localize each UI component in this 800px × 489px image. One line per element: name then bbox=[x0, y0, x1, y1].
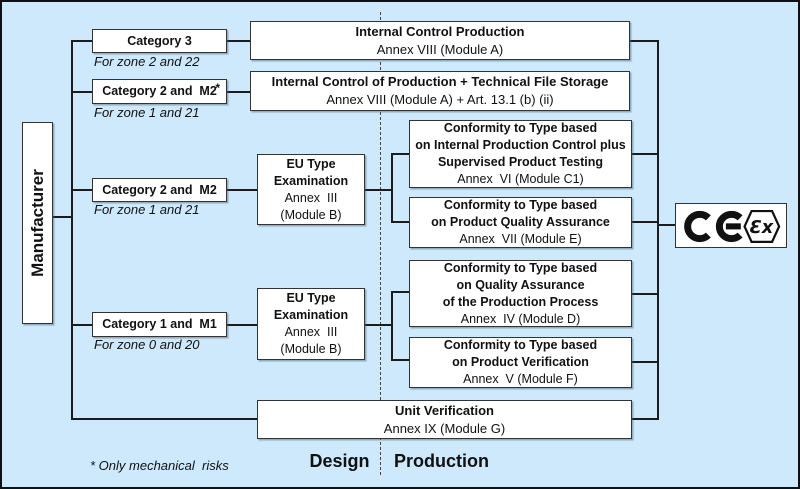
connector-trunk-category2-m2-star bbox=[71, 91, 93, 93]
module-g-box: Unit Verification Annex IX (Module G) bbox=[257, 400, 632, 439]
mechanical-risks-footnote: * Only mechanical risks bbox=[90, 458, 229, 473]
module-a-art13-title: Internal Control of Production + Technic… bbox=[271, 74, 609, 89]
connector-eutype2-bracket bbox=[365, 324, 392, 326]
module-c1-line3: Supervised Product Testing bbox=[437, 155, 604, 169]
connector-category2-star-module-a13 bbox=[227, 91, 250, 93]
zone-label-category-2: For zone 1 and 21 bbox=[94, 202, 200, 217]
module-a-subtitle: Annex VIII (Module A) bbox=[376, 41, 504, 57]
connector-module-g-collector bbox=[632, 418, 658, 420]
module-a-box: Internal Control Production Annex VIII (… bbox=[250, 21, 630, 60]
ce-mark-icon: Ɛx bbox=[683, 209, 780, 243]
module-d-line2: on Quality Assurance bbox=[456, 277, 585, 292]
connector-eutype1-bracket bbox=[365, 189, 392, 191]
module-f-annex: Annex V (Module F) bbox=[463, 372, 578, 386]
eu-type-examination-box-1: EU Type Examination Annex III (Module B) bbox=[257, 154, 365, 225]
module-a-art13-subtitle: Annex VIII (Module A) + Art. 13.1 (b) (i… bbox=[326, 92, 554, 107]
category-1-m1-box: Category 1 and M1 bbox=[92, 312, 227, 337]
module-c1-line1: Conformity to Type based bbox=[443, 121, 598, 135]
eutype1-line2: Examination bbox=[273, 173, 349, 188]
zone-label-category-3: For zone 2 and 22 bbox=[94, 54, 200, 69]
module-e-line1: Conformity to Type based bbox=[443, 198, 598, 212]
module-g-title: Unit Verification bbox=[395, 402, 494, 418]
module-c1-line2: on Internal Production Control plus bbox=[415, 138, 626, 152]
connector-category1-eutype2 bbox=[227, 324, 257, 326]
connector-module-e-collector bbox=[632, 221, 658, 223]
category-2-m2-box: Category 2 and M2 bbox=[92, 178, 227, 202]
design-production-divider-line bbox=[380, 12, 381, 475]
module-d-annex: Annex IV (Module D) bbox=[460, 311, 581, 326]
module-d-line1: Conformity to Type based bbox=[443, 260, 598, 275]
collector-line bbox=[657, 40, 659, 420]
bracket2-line bbox=[391, 291, 393, 361]
connector-trunk-category3 bbox=[71, 40, 93, 42]
production-phase-label: Production bbox=[394, 451, 489, 471]
eutype1-line1: EU Type bbox=[286, 156, 336, 171]
eutype1-line4: (Module B) bbox=[280, 207, 342, 222]
design-phase-label: Design bbox=[309, 451, 370, 471]
eutype2-line2: Examination bbox=[273, 308, 349, 322]
category-2-m2-star-box: Category 2 and M2 * bbox=[92, 79, 227, 104]
module-a-art13-box: Internal Control of Production + Technic… bbox=[250, 71, 630, 111]
manufacturer-box: Manufacturer bbox=[22, 122, 53, 324]
module-d-box: Conformity to Type based on Quality Assu… bbox=[409, 260, 632, 327]
connector-trunk-module-g bbox=[71, 418, 257, 420]
eutype2-line1: EU Type bbox=[286, 291, 336, 305]
module-f-line2: on Product Verification bbox=[452, 355, 589, 369]
zone-label-category-1: For zone 0 and 20 bbox=[94, 337, 200, 352]
category-2-m2-label: Category 2 and M2 bbox=[102, 182, 217, 197]
connector-module-d-collector bbox=[632, 293, 658, 295]
module-f-line1: Conformity to Type based bbox=[443, 338, 598, 352]
category-3-box: Category 3 bbox=[92, 29, 227, 53]
eutype2-line3: Annex III bbox=[284, 325, 338, 339]
category-2-m2-star-label: Category 2 and M2 bbox=[102, 84, 217, 98]
connector-category3-module-a bbox=[227, 40, 250, 42]
bracket1-line bbox=[391, 153, 393, 222]
module-e-annex: Annex VII (Module E) bbox=[459, 232, 582, 246]
module-d-line3: of the Production Process bbox=[442, 294, 599, 309]
atex-ex-label: Ɛx bbox=[749, 218, 773, 238]
module-c1-annex: Annex VI (Module C1) bbox=[457, 172, 584, 186]
manufacturer-label: Manufacturer bbox=[27, 169, 47, 277]
eutype2-line4: (Module B) bbox=[280, 342, 342, 356]
module-e-box: Conformity to Type based on Product Qual… bbox=[409, 197, 632, 248]
ce-letter-c bbox=[683, 210, 711, 242]
connector-trunk-category2-m2 bbox=[71, 189, 93, 191]
connector-trunk-category1-m1 bbox=[71, 324, 93, 326]
connector-bracket2-module-f bbox=[391, 359, 409, 361]
eu-type-examination-box-2: EU Type Examination Annex III (Module B) bbox=[257, 288, 365, 360]
connector-bracket2-module-d bbox=[391, 291, 409, 293]
asterisk-marker: * bbox=[215, 81, 220, 95]
module-f-box: Conformity to Type based on Product Veri… bbox=[409, 337, 632, 388]
ce-letter-e-arc bbox=[715, 210, 743, 242]
ce-ex-marking-box: Ɛx bbox=[675, 203, 787, 248]
zone-label-category-2-star: For zone 1 and 21 bbox=[94, 105, 200, 120]
connector-module-c1-collector bbox=[632, 153, 658, 155]
connector-bracket1-module-c1 bbox=[391, 153, 409, 155]
category-1-m1-label: Category 1 and M1 bbox=[102, 317, 217, 331]
module-g-subtitle: Annex IX (Module G) bbox=[383, 420, 506, 436]
connector-category2-eutype1 bbox=[227, 189, 257, 191]
connector-module-a-collector bbox=[630, 40, 658, 42]
eutype1-line3: Annex III bbox=[284, 190, 338, 205]
connector-manufacturer-trunk bbox=[53, 216, 72, 218]
category-3-label: Category 3 bbox=[127, 33, 192, 48]
connector-module-f-collector bbox=[632, 361, 658, 363]
module-a-title: Internal Control Production bbox=[355, 23, 525, 39]
module-e-line2: on Product Quality Assurance bbox=[431, 215, 610, 229]
connector-bracket1-module-e bbox=[391, 221, 409, 223]
module-c1-box: Conformity to Type based on Internal Pro… bbox=[409, 120, 632, 188]
connector-collector-ce-mark bbox=[657, 224, 676, 226]
atex-hexagon-icon bbox=[742, 209, 780, 243]
trunk-line bbox=[71, 40, 73, 419]
